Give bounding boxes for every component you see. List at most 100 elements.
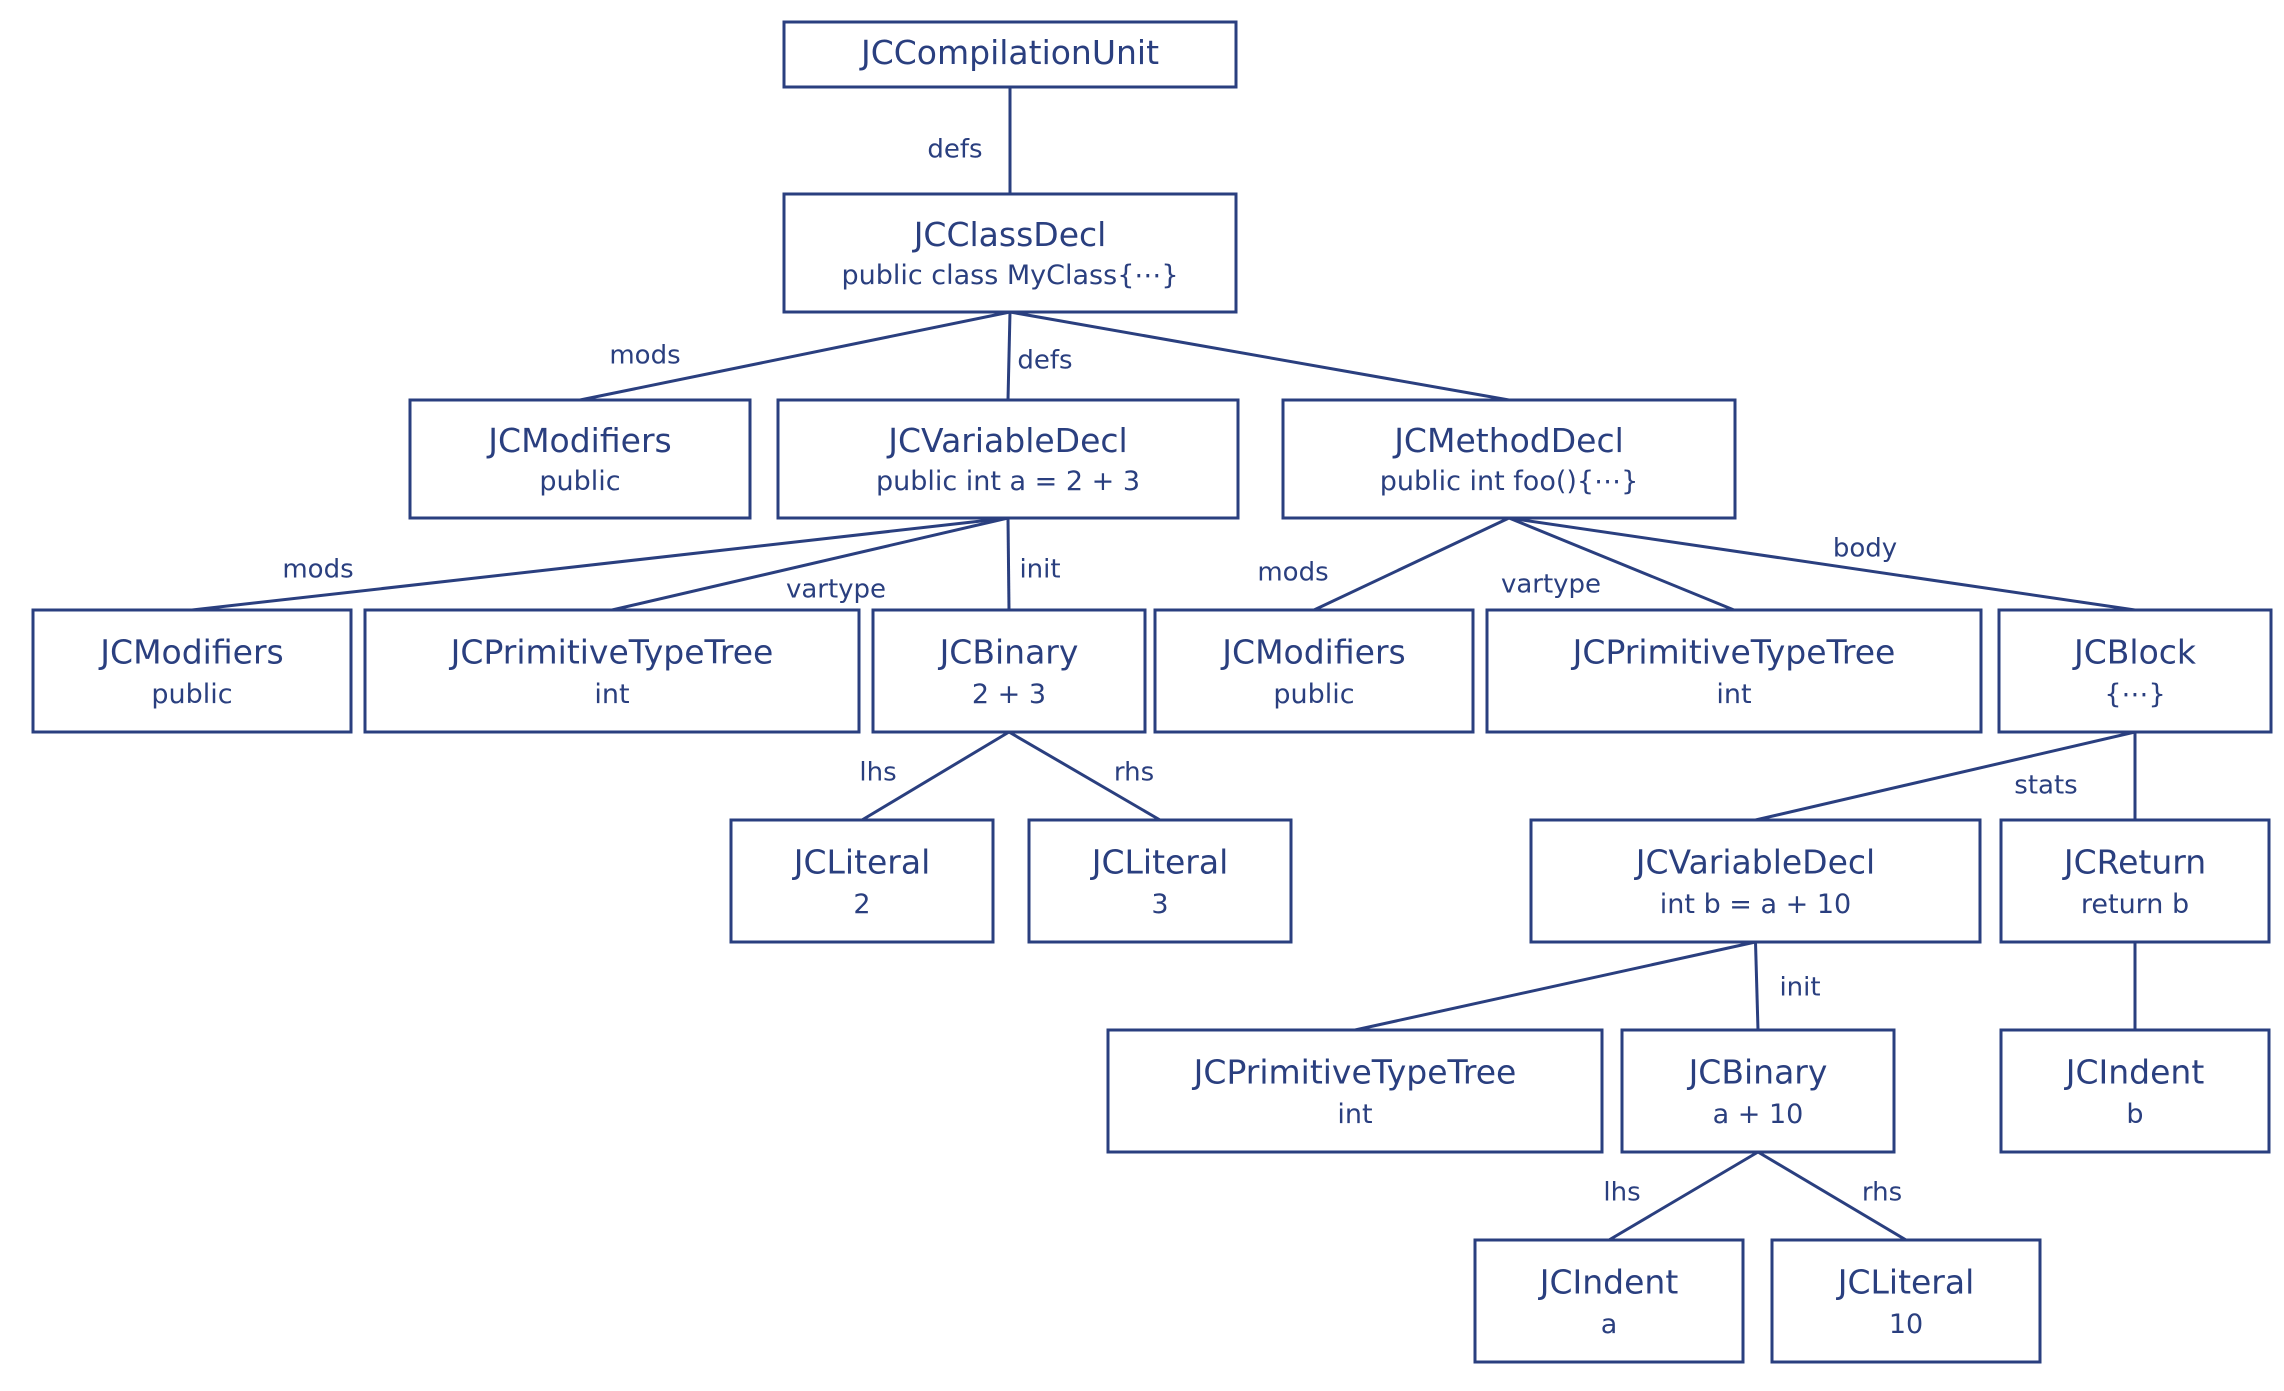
node-box <box>1620 1028 1896 1154</box>
edge-label-backdrop <box>2024 768 2076 802</box>
node-title: JCBlock <box>2072 632 2197 671</box>
node-box <box>1106 1028 1604 1154</box>
edge-label: rhs <box>1114 758 1154 788</box>
node-title: JCIndent <box>1538 1262 1679 1301</box>
tree-edge <box>1508 516 1735 612</box>
tree-edge <box>1009 310 1510 402</box>
node-title: JCClassDecl <box>912 215 1107 254</box>
tree-node[interactable]: JCLiteral 3 <box>1027 818 1293 944</box>
node-box <box>1485 608 1983 734</box>
node-title: JCPrimitiveTypeTree <box>449 632 774 671</box>
node-subtitle: int <box>1716 679 1751 710</box>
node-box <box>782 192 1238 314</box>
node-title: JCMethodDecl <box>1392 421 1624 460</box>
node-box <box>363 608 861 734</box>
edge-label: mods <box>1257 558 1328 588</box>
edge-label: vartype <box>1501 570 1601 600</box>
node-subtitle: 3 <box>1151 889 1168 920</box>
edge-label: body <box>1833 534 1897 564</box>
edge-label: vartype <box>786 575 886 605</box>
edge-label-backdrop <box>1521 567 1589 601</box>
edge-label: mods <box>282 555 353 585</box>
node-subtitle: int b = a + 10 <box>1660 889 1851 920</box>
tree-edge <box>1354 940 1756 1032</box>
node-box <box>1997 608 2273 734</box>
edge-layer <box>191 87 2137 1242</box>
edge-label: stats <box>2014 771 2077 801</box>
edge-label: rhs <box>1862 1178 1902 1208</box>
edge-label-backdrop <box>1026 343 1072 377</box>
tree-edge <box>1755 730 2136 822</box>
tree-node[interactable]: JCIndent a <box>1473 1238 1745 1364</box>
edge-label-backdrop <box>806 572 874 606</box>
tree-edge <box>1508 516 2136 612</box>
edge-label: init <box>1779 973 1820 1003</box>
edge-label: init <box>1019 555 1060 585</box>
tree-node[interactable]: JCBlock {⋯} <box>1997 608 2273 734</box>
tree-edge <box>611 516 1009 612</box>
tree-node[interactable]: JCReturn return b <box>1999 818 2271 944</box>
node-title: JCPrimitiveTypeTree <box>1192 1052 1517 1091</box>
edge-label-backdrop <box>1781 970 1827 1004</box>
node-title: JCCompilationUnit <box>859 33 1159 72</box>
edge-label-backdrop <box>863 755 901 789</box>
edge-label-backdrop <box>1846 531 1892 565</box>
node-box <box>1153 608 1475 734</box>
node-title: JCIndent <box>2064 1052 2205 1091</box>
node-title: JCPrimitiveTypeTree <box>1571 632 1896 671</box>
edge-label: lhs <box>1603 1178 1640 1208</box>
node-subtitle: public <box>1273 679 1354 710</box>
node-title: JCReturn <box>2062 842 2206 881</box>
node-subtitle: return b <box>2081 889 2189 920</box>
tree-node[interactable]: JCIndent b <box>1999 1028 2271 1154</box>
node-box <box>1027 818 1293 944</box>
edge-label-backdrop <box>1119 755 1157 789</box>
tree-node[interactable]: JCMethodDecl public int foo(){⋯} <box>1281 398 1737 520</box>
edge-label: defs <box>927 135 982 165</box>
node-subtitle: public <box>539 466 620 497</box>
node-subtitle: public int a = 2 + 3 <box>876 466 1140 497</box>
edge-label-backdrop <box>1274 555 1320 589</box>
node-box <box>31 608 353 734</box>
tree-node[interactable]: JCPrimitiveTypeTree int <box>1485 608 1983 734</box>
node-box <box>1529 818 1982 944</box>
node-subtitle: {⋯} <box>2104 679 2165 710</box>
edge-label-backdrop <box>1867 1175 1905 1209</box>
edge-label: defs <box>1017 346 1072 376</box>
tree-edge <box>1757 1150 1907 1242</box>
tree-node[interactable]: JCPrimitiveTypeTree int <box>363 608 861 734</box>
tree-edge <box>1008 730 1161 822</box>
node-subtitle: public int foo(){⋯} <box>1380 466 1639 497</box>
node-subtitle: b <box>2126 1099 2143 1130</box>
node-subtitle: a <box>1601 1309 1618 1340</box>
node-title: JCLiteral <box>792 842 931 881</box>
node-subtitle: 10 <box>1889 1309 1923 1340</box>
edge-label-backdrop <box>1021 552 1067 586</box>
node-box <box>1999 818 2271 944</box>
node-subtitle: int <box>594 679 629 710</box>
node-title: JCVariableDecl <box>1634 842 1875 881</box>
tree-edge <box>191 516 1009 612</box>
node-box <box>1281 398 1737 520</box>
edge-label: lhs <box>859 758 896 788</box>
node-title: JCLiteral <box>1090 842 1229 881</box>
edge-label-backdrop <box>299 552 345 586</box>
tree-node[interactable]: JCCompilationUnit <box>782 20 1238 89</box>
node-box <box>871 608 1147 734</box>
edge-label-backdrop <box>936 132 982 166</box>
tree-edge <box>1608 1150 1759 1242</box>
tree-node[interactable]: JCVariableDecl int b = a + 10 <box>1529 818 1982 944</box>
